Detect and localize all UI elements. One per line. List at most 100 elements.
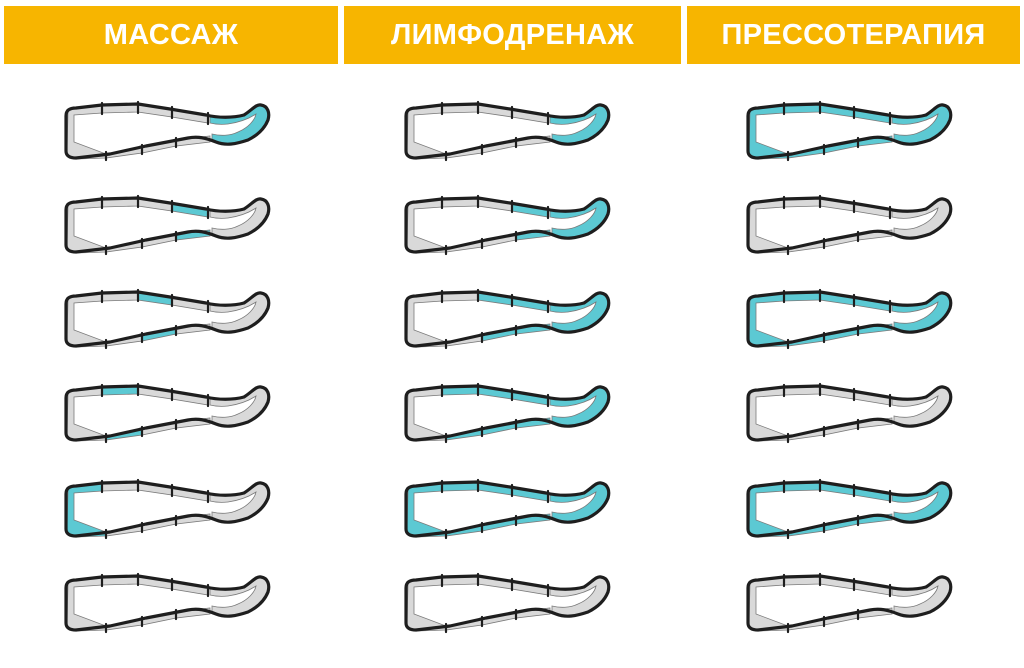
segment-1-inactive <box>171 581 209 596</box>
segment-1-active <box>175 229 211 241</box>
segment-4-inactive <box>406 105 447 160</box>
segment-1-inactive <box>175 323 211 335</box>
segment-2-active <box>479 327 517 342</box>
segment-1-inactive <box>171 487 209 502</box>
segment-1-inactive <box>171 297 209 312</box>
segment-2-active <box>139 327 177 342</box>
leg-lymphodrainage-row-3 <box>404 288 611 350</box>
segment-2-active <box>137 292 173 306</box>
segment-1-active <box>853 297 891 312</box>
segment-0-inactive <box>209 386 270 427</box>
header-pressotherapy: ПРЕССОТЕРАПИЯ <box>687 6 1020 64</box>
segment-2-inactive <box>137 576 173 590</box>
leg-body <box>406 292 609 346</box>
segment-3-inactive <box>445 618 483 631</box>
leg-lymphodrainage-row-2 <box>404 194 611 256</box>
leg-outline <box>404 196 611 254</box>
leg-pressotherapy-row-4 <box>746 382 953 444</box>
segment-3-inactive <box>441 104 479 114</box>
segment-4-inactive <box>748 387 789 442</box>
leg-lymphodrainage-row-6 <box>404 572 611 634</box>
leg-outline <box>746 196 953 254</box>
leg-outline <box>64 290 271 348</box>
leg-massage-row-6 <box>64 572 271 634</box>
segment-2-active <box>819 482 855 496</box>
segment-3-inactive <box>787 428 825 441</box>
leg-body <box>748 482 951 536</box>
leg-body <box>406 386 609 440</box>
segment-3-inactive <box>445 240 483 253</box>
segment-3-active <box>101 386 139 396</box>
leg-massage-row-5 <box>64 478 271 540</box>
segment-2-active <box>479 421 517 436</box>
segment-3-inactive <box>105 146 143 159</box>
segment-2-inactive <box>821 421 859 436</box>
leg-body <box>66 198 269 252</box>
segment-4-active <box>748 105 789 160</box>
segment-4-inactive <box>66 577 107 632</box>
segment-4-inactive <box>66 105 107 160</box>
leg-outline <box>404 384 611 442</box>
segment-1-inactive <box>857 607 893 619</box>
segment-0-active <box>549 386 610 427</box>
segment-2-active <box>819 104 855 118</box>
segment-3-inactive <box>783 198 821 208</box>
segment-0-active <box>891 292 952 333</box>
leg-outline <box>746 574 953 632</box>
leg-lymphodrainage-row-1 <box>404 100 611 162</box>
segment-4-active <box>748 483 789 538</box>
segment-1-inactive <box>511 581 549 596</box>
segment-1-active <box>515 513 551 525</box>
leg-body <box>406 198 609 252</box>
segment-1-active <box>515 229 551 241</box>
segment-4-inactive <box>406 387 447 442</box>
segment-1-inactive <box>853 203 891 218</box>
leg-pressotherapy-row-3 <box>746 288 953 350</box>
segment-1-active <box>857 513 893 525</box>
leg-body <box>66 386 269 440</box>
leg-body <box>406 104 609 158</box>
segment-2-inactive <box>139 233 177 248</box>
segment-0-inactive <box>891 386 952 427</box>
segment-4-inactive <box>406 577 447 632</box>
segment-2-inactive <box>137 104 173 118</box>
segment-1-active <box>511 297 549 312</box>
segment-3-inactive <box>105 524 143 537</box>
segment-2-inactive <box>477 104 513 118</box>
leg-outline <box>404 574 611 632</box>
segment-3-inactive <box>441 576 479 586</box>
segment-2-inactive <box>477 198 513 212</box>
segment-2-inactive <box>819 576 855 590</box>
leg-massage-row-2 <box>64 194 271 256</box>
leg-pressotherapy-row-5 <box>746 478 953 540</box>
segment-2-active <box>821 517 859 532</box>
segment-1-active <box>511 203 549 218</box>
segment-1-inactive <box>511 109 549 124</box>
leg-outline <box>404 102 611 160</box>
segment-1-active <box>853 109 891 124</box>
segment-4-inactive <box>66 293 107 348</box>
leg-outline <box>746 480 953 538</box>
segment-2-active <box>477 386 513 400</box>
segment-3-active <box>787 334 825 347</box>
segment-3-active <box>783 104 821 114</box>
segment-2-inactive <box>137 198 173 212</box>
header-massage: МАССАЖ <box>4 6 338 64</box>
segment-1-active <box>511 391 549 406</box>
segment-1-inactive <box>853 391 891 406</box>
segment-3-inactive <box>445 146 483 159</box>
segment-0-inactive <box>891 198 952 239</box>
leg-outline <box>64 384 271 442</box>
segment-0-active <box>549 292 610 333</box>
segment-4-inactive <box>66 199 107 254</box>
segment-3-inactive <box>101 576 139 586</box>
segment-3-inactive <box>783 576 821 586</box>
leg-outline <box>64 574 271 632</box>
segment-3-inactive <box>101 482 139 492</box>
segment-3-active <box>441 386 479 396</box>
segment-3-active <box>783 482 821 492</box>
segment-2-inactive <box>139 139 177 154</box>
leg-outline <box>404 480 611 538</box>
leg-pressotherapy-row-2 <box>746 194 953 256</box>
